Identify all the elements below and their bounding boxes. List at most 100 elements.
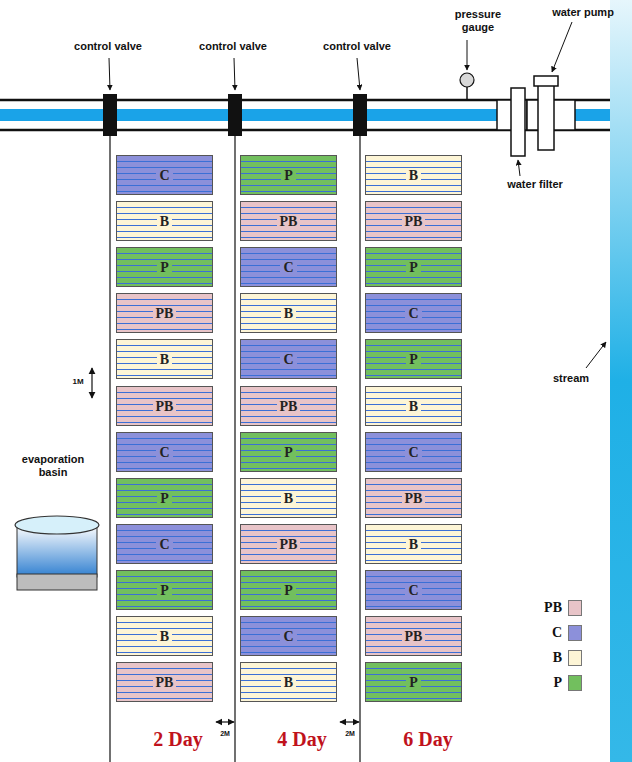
plot-box: B (365, 386, 462, 426)
plot-label: C (405, 306, 421, 321)
diagram-label: 1M (66, 377, 90, 386)
plot-label: P (157, 491, 172, 506)
plot-box: PB (365, 201, 462, 241)
plot-box: B (116, 616, 213, 656)
plot-box: P (365, 662, 462, 702)
legend-text: PB (520, 600, 562, 616)
lateral-line (109, 130, 110, 762)
plot-box: C (116, 432, 213, 472)
legend-swatch (568, 600, 582, 616)
plot-label: B (157, 629, 172, 644)
plot-box: PB (240, 201, 337, 241)
plot-box: B (116, 339, 213, 379)
plot-label: C (156, 168, 172, 183)
plot-box: PB (116, 386, 213, 426)
legend-text: P (520, 675, 562, 691)
plot-label: C (280, 629, 296, 644)
legend-text: C (520, 625, 562, 641)
plot-label: PB (277, 399, 301, 414)
plot-box: PB (365, 616, 462, 656)
plot-box: P (240, 155, 337, 195)
plot-box: PB (240, 386, 337, 426)
plot-label: C (280, 352, 296, 367)
diagram-label: pressure gauge (448, 8, 508, 33)
dimension-arrow (340, 721, 359, 722)
legend-text: B (520, 650, 562, 666)
plot-box: B (365, 524, 462, 564)
plot-box: P (365, 339, 462, 379)
plot-label: P (281, 583, 296, 598)
plot-box: PB (365, 478, 462, 518)
plot-label: P (157, 260, 172, 275)
plot-box: C (240, 247, 337, 287)
plot-label: PB (153, 399, 177, 414)
plot-box: P (365, 247, 462, 287)
diagram-label: 2M (213, 730, 237, 738)
dimension-arrow (216, 721, 234, 722)
diagram-label: 6 Day (388, 728, 468, 751)
plot-box: C (365, 432, 462, 472)
plot-label: B (406, 168, 421, 183)
plot-box: B (240, 293, 337, 333)
diagram-label: water filter (500, 178, 570, 191)
legend-swatch (568, 650, 582, 666)
plot-label: C (280, 260, 296, 275)
plot-label: P (281, 168, 296, 183)
plot-box: C (365, 570, 462, 610)
plot-box: P (116, 247, 213, 287)
diagram-label: control valve (188, 40, 278, 53)
gauge-symbol (460, 73, 474, 87)
plot-label: PB (277, 214, 301, 229)
legend-swatch (568, 675, 582, 691)
valve-symbol (228, 94, 242, 136)
plot-box: PB (116, 293, 213, 333)
legend-swatch (568, 625, 582, 641)
diagram-label: control valve (63, 40, 153, 53)
lateral-line (359, 130, 360, 762)
plot-label: PB (402, 214, 426, 229)
plot-box: B (116, 201, 213, 241)
plot-label: PB (402, 491, 426, 506)
plot-label: PB (153, 306, 177, 321)
plot-box: C (116, 524, 213, 564)
plot-label: P (281, 445, 296, 460)
plot-label: C (156, 445, 172, 460)
plot-label: P (406, 260, 421, 275)
plot-label: C (405, 583, 421, 598)
valve-symbol (353, 94, 367, 136)
plot-label: P (406, 675, 421, 690)
diagram-label: control valve (312, 40, 402, 53)
plot-label: PB (153, 675, 177, 690)
lateral-line (234, 130, 235, 762)
plot-box: B (240, 478, 337, 518)
plot-label: B (281, 675, 296, 690)
valve-symbol (103, 94, 117, 136)
stream-bar (610, 0, 632, 762)
plot-box: PB (116, 662, 213, 702)
plot-label: B (406, 537, 421, 552)
plot-box: C (240, 616, 337, 656)
plot-label: B (406, 399, 421, 414)
plot-label: C (405, 445, 421, 460)
plot-label: PB (402, 629, 426, 644)
plot-box: P (116, 570, 213, 610)
plot-box: C (116, 155, 213, 195)
plot-label: B (281, 491, 296, 506)
diagram-label: water pump (548, 6, 618, 19)
diagram-label: evaporation basin (13, 453, 93, 478)
plot-label: C (156, 537, 172, 552)
plot-label: P (406, 352, 421, 367)
plot-box: P (240, 432, 337, 472)
plot-box: B (365, 155, 462, 195)
plot-label: P (157, 583, 172, 598)
plot-box: B (240, 662, 337, 702)
plot-label: B (281, 306, 296, 321)
plot-box: C (365, 293, 462, 333)
diagram-label: stream (546, 372, 596, 385)
diagram-label: 2 Day (138, 728, 218, 751)
plot-box: P (116, 478, 213, 518)
plot-label: B (157, 214, 172, 229)
diagram-label: 2M (338, 730, 362, 738)
plot-box: P (240, 570, 337, 610)
leader-line (586, 342, 606, 368)
